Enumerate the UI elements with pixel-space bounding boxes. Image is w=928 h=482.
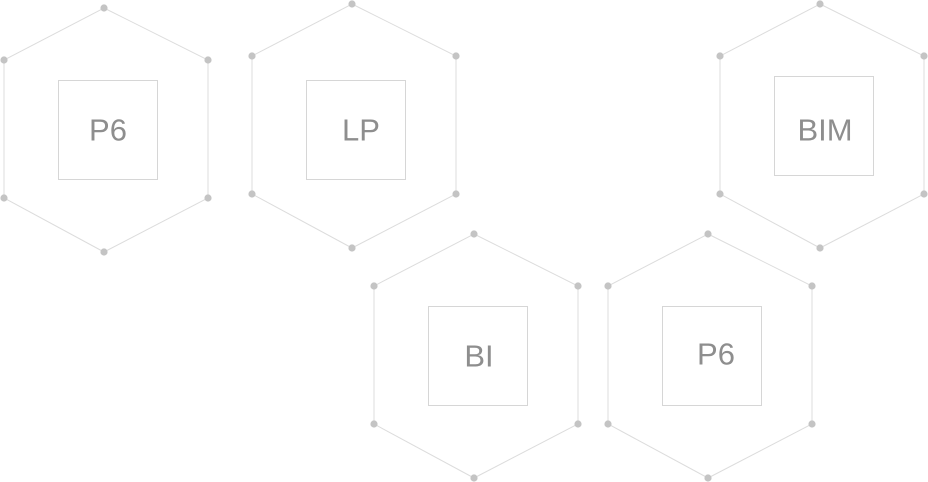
hexagon-vertex-dot [370,420,378,428]
hexagon-vertex-dot [470,474,478,482]
hexagon-vertex-dot [348,244,356,252]
hexagon-vertex-dot [808,282,816,290]
hexagon-vertex-dot [816,244,824,252]
label-box [774,76,874,176]
hexagon-vertex-dot [920,190,928,198]
label-box [662,306,762,406]
hexagon-label: P6 [697,337,735,372]
hexagon-vertex-dot [0,56,8,64]
hexagon-vertex-dot [574,420,582,428]
hexagon-vertex-dot [248,190,256,198]
hexagon-vertex-dot [574,282,582,290]
label-box [428,306,528,406]
hexagon-vertex-dot [704,474,712,482]
hexagon-label: LP [342,113,380,148]
hexagon-vertex-dot [452,52,460,60]
label-box [58,80,158,180]
hexagon-vertex-dot [452,190,460,198]
hexagon-vertex-dot [470,230,478,238]
hexagon-vertices [0,4,212,256]
hexagon-vertex-dot [348,0,356,8]
hexagon-label: BI [464,339,493,374]
hexagon-vertices [716,0,928,252]
label-box [306,80,406,180]
hexagon-vertex-dot [204,56,212,64]
hexagon-vertex-dot [604,282,612,290]
hexagon-vertex-dot [716,190,724,198]
hexagon-p6-top: P6 [0,4,212,256]
hexagon-label: P6 [89,113,127,148]
hexagon-vertex-dot [100,4,108,12]
hexagon-lp: LP [248,0,460,252]
hexagon-p6-bottom: P6 [604,230,816,482]
hexagon-vertices [370,230,582,482]
hexagon-vertex-dot [704,230,712,238]
hexagon-bi: BI [370,230,582,482]
hexagon-vertices [248,0,460,252]
hexagon-vertex-dot [604,420,612,428]
hexagon-vertex-dot [204,194,212,202]
hexagon-label: BIM [797,113,852,148]
hexagon-vertex-dot [100,248,108,256]
hexagon-vertex-dot [920,52,928,60]
hexagon-vertex-dot [816,0,824,8]
hexagon-vertex-dot [248,52,256,60]
hexagon-vertex-dot [370,282,378,290]
hexagon-vertex-dot [0,194,8,202]
hexagon-vertices [604,230,816,482]
hexagon-bim: BIM [716,0,928,252]
hexagon-vertex-dot [808,420,816,428]
hexagon-vertex-dot [716,52,724,60]
